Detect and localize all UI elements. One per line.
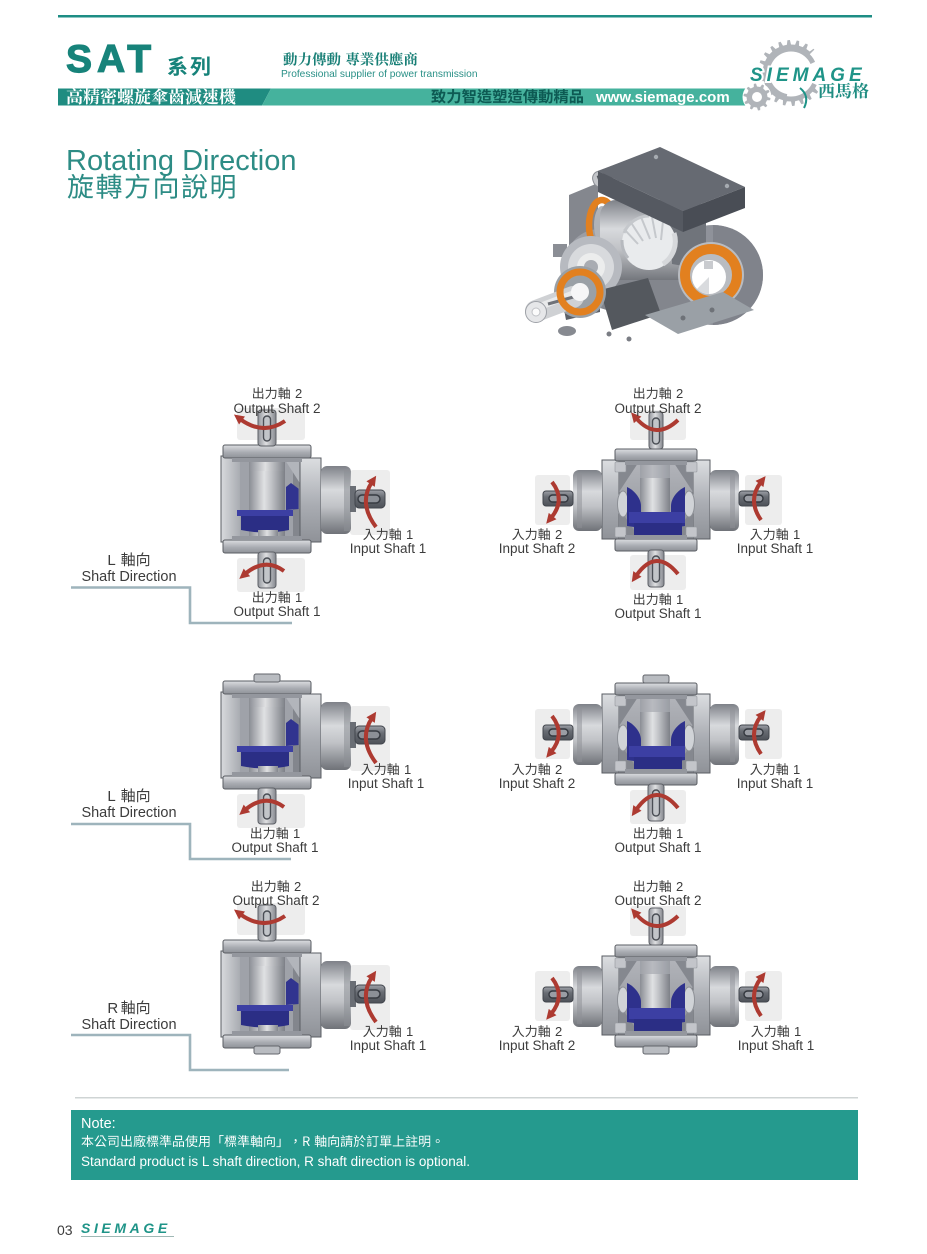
svg-text:Input Shaft 2: Input Shaft 2 bbox=[499, 776, 576, 791]
svg-text:Shaft Direction: Shaft Direction bbox=[81, 805, 176, 821]
svg-text:Output Shaft 1: Output Shaft 1 bbox=[614, 840, 701, 855]
svg-text:1: 1 bbox=[293, 826, 300, 841]
svg-text:Output Shaft 1: Output Shaft 1 bbox=[231, 840, 318, 855]
svg-text:SIEMAGE: SIEMAGE bbox=[750, 65, 866, 86]
svg-text:Input Shaft 1: Input Shaft 1 bbox=[737, 776, 814, 791]
svg-text:Shaft Direction: Shaft Direction bbox=[81, 569, 176, 585]
svg-text:1: 1 bbox=[406, 1024, 413, 1039]
svg-text:1: 1 bbox=[676, 826, 683, 841]
svg-text:SAT: SAT bbox=[66, 38, 156, 81]
svg-text:Standard product is L shaft di: Standard product is L shaft direction, R… bbox=[81, 1154, 470, 1169]
svg-text:1: 1 bbox=[793, 762, 800, 777]
svg-text:Input Shaft 2: Input Shaft 2 bbox=[499, 1038, 576, 1053]
svg-text:R: R bbox=[107, 1000, 118, 1017]
svg-text:Output Shaft 2: Output Shaft 2 bbox=[614, 401, 701, 416]
svg-text:Output Shaft 2: Output Shaft 2 bbox=[232, 893, 319, 908]
svg-text:Input Shaft 1: Input Shaft 1 bbox=[348, 776, 425, 791]
svg-text:1: 1 bbox=[794, 1024, 801, 1039]
svg-text:Input Shaft 1: Input Shaft 1 bbox=[350, 1038, 427, 1053]
svg-text:www.siemage.com: www.siemage.com bbox=[595, 89, 730, 106]
svg-text:2: 2 bbox=[555, 1024, 562, 1039]
svg-text:Output Shaft 1: Output Shaft 1 bbox=[614, 606, 701, 621]
svg-text:Input Shaft 1: Input Shaft 1 bbox=[737, 541, 814, 556]
svg-text:1: 1 bbox=[406, 527, 413, 542]
svg-text:03: 03 bbox=[57, 1222, 73, 1238]
svg-text:Input Shaft 1: Input Shaft 1 bbox=[738, 1038, 815, 1053]
svg-text:Shaft Direction: Shaft Direction bbox=[81, 1017, 176, 1033]
svg-text:2: 2 bbox=[555, 527, 562, 542]
svg-text:2: 2 bbox=[295, 386, 302, 401]
svg-text:1: 1 bbox=[793, 527, 800, 542]
svg-text:1: 1 bbox=[295, 590, 302, 605]
svg-text:Output Shaft 2: Output Shaft 2 bbox=[233, 401, 320, 416]
svg-text:1: 1 bbox=[404, 762, 411, 777]
svg-text:2: 2 bbox=[555, 762, 562, 777]
svg-text:2: 2 bbox=[294, 879, 301, 894]
svg-text:Input Shaft 2: Input Shaft 2 bbox=[499, 541, 576, 556]
svg-text:SIEMAGE: SIEMAGE bbox=[81, 1220, 171, 1236]
svg-text:Rotating Direction: Rotating Direction bbox=[66, 145, 297, 177]
svg-text:Professional supplier of power: Professional supplier of power transmiss… bbox=[281, 69, 477, 80]
svg-text:Input Shaft 1: Input Shaft 1 bbox=[350, 541, 427, 556]
svg-text:Note:: Note: bbox=[81, 1116, 116, 1132]
svg-text:L: L bbox=[107, 552, 115, 569]
svg-text:2: 2 bbox=[676, 879, 683, 894]
svg-text:2: 2 bbox=[676, 386, 683, 401]
svg-text:Output Shaft 1: Output Shaft 1 bbox=[233, 604, 320, 619]
svg-text:1: 1 bbox=[676, 592, 683, 607]
svg-text:L: L bbox=[107, 788, 115, 805]
svg-text:Output Shaft 2: Output Shaft 2 bbox=[614, 893, 701, 908]
